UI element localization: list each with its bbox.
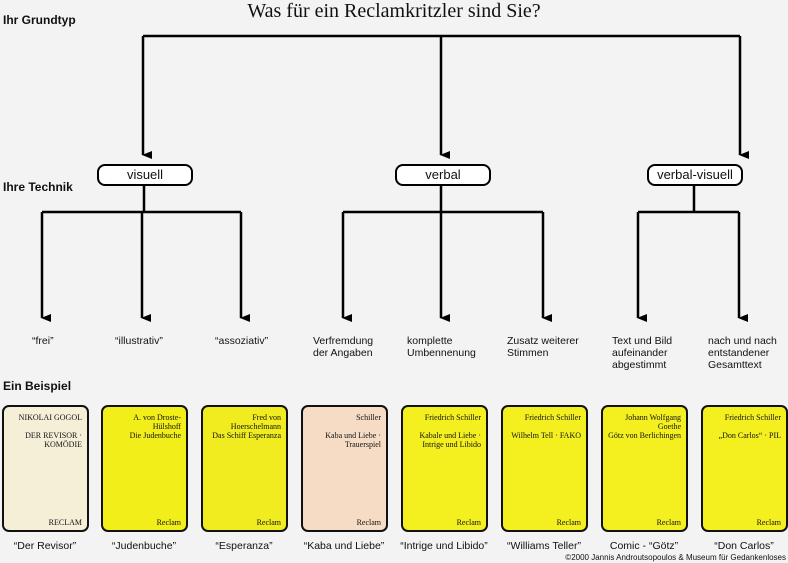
book-author: Friedrich Schiller	[424, 413, 481, 422]
book-author: A. von Droste-Hülshoff	[133, 413, 181, 431]
diagram-title: Was für ein Reclamkritzler sind Sie?	[247, 0, 541, 22]
type-verbal-visuell: verbal-visuell	[647, 164, 743, 186]
book-publisher: Reclam	[456, 518, 481, 527]
book-author: Fred von Hoerschelmann	[230, 413, 281, 431]
book-caption: “Der Revisor”	[13, 540, 77, 552]
book-title: DER REVISOR · KOMÖDIE	[25, 431, 82, 449]
book-author: Schiller	[356, 413, 381, 422]
book-title: Kaba und Liebe · Trauerspiel	[325, 431, 381, 449]
book-caption: “Judenbuche”	[111, 540, 177, 552]
book-caption: “Williams Teller”	[507, 540, 581, 552]
book-cover: Friedrich Schiller „Don Carlos“ · PIL Recl…	[701, 405, 788, 532]
book-cover: NIKOLAI GOGOL DER REVISOR · KOMÖDIE RECLAM	[2, 405, 89, 532]
book-publisher: Reclam	[756, 518, 781, 527]
book-author: Friedrich Schiller	[724, 413, 781, 422]
book-caption: “Esperanza”	[215, 540, 273, 552]
book-publisher: Reclam	[356, 518, 381, 527]
book-title: Wilhelm Tell · FAKO	[511, 431, 581, 440]
book-caption: “Don Carlos”	[714, 540, 774, 552]
book-caption: Comic - “Götz”	[609, 540, 679, 552]
book-publisher: RECLAM	[48, 518, 82, 527]
technique-illustrativ: “illustrativ”	[115, 335, 163, 347]
technique-assoziativ: “assoziativ”	[215, 335, 269, 347]
label-beispiel: Ein Beispiel	[3, 379, 72, 393]
book-publisher: Reclam	[156, 518, 181, 527]
book-author: NIKOLAI GOGOL	[18, 413, 82, 422]
book-title: Die Judenbuche	[129, 431, 181, 440]
book-publisher: Reclam	[656, 518, 681, 527]
book-title: Das Schiff Esperanza	[212, 431, 281, 440]
book-title: Kabale und Liebe · Intrige und Libido	[419, 431, 481, 449]
book-title: „Don Carlos“ · PIL	[718, 431, 781, 440]
book-author: Friedrich Schiller	[524, 413, 581, 422]
book-caption: “Kaba und Liebe”	[303, 540, 385, 552]
type-visuell: visuell	[97, 164, 193, 186]
book-publisher: Reclam	[556, 518, 581, 527]
book-author: Johann Wolfgang Goethe	[625, 413, 681, 431]
copyright: ©2000 Jannis Androutsopoulos & Museum fü…	[565, 553, 786, 562]
label-grundtyp: Ihr Grundtyp	[3, 13, 76, 27]
book-publisher: Reclam	[256, 518, 281, 527]
book-title: Götz von Berlichingen	[608, 431, 681, 440]
type-verbal: verbal	[395, 164, 491, 186]
technique-frei: “frei”	[32, 335, 54, 347]
label-technik: Ihre Technik	[3, 180, 73, 194]
book-caption: “Intrige und Libido”	[400, 540, 488, 552]
